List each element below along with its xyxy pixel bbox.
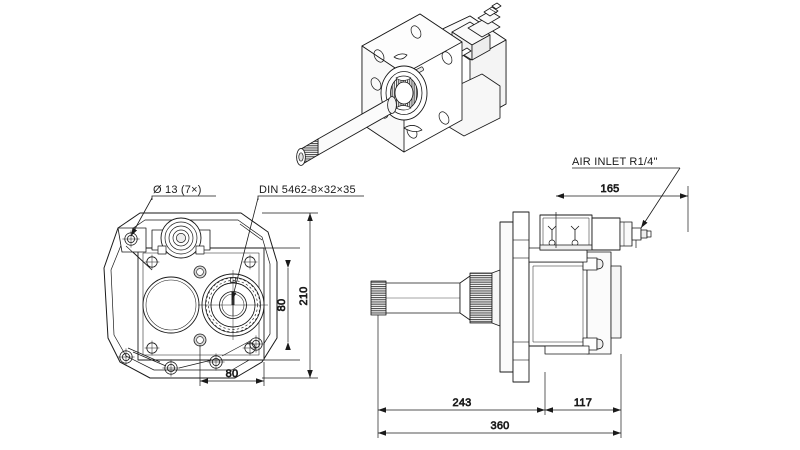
hole-dia-label: Ø 13 (7×) [153,184,202,196]
dim-front-height-210: 210 [298,287,310,306]
front-view-dimensions: 80 80 210 [199,212,318,386]
front-view [103,212,278,379]
edge-plugs [193,265,207,347]
dim-front-width-80: 80 [226,368,239,380]
dim-side-117: 117 [574,397,592,409]
upper-left-lug [117,227,147,253]
dim-side-243: 243 [453,397,472,409]
dim-side-360: 360 [491,420,510,432]
side-view-dimensions: 165 243 117 360 [377,183,689,438]
side-view [370,211,652,383]
air-inlet-label: AIR INLET R1/4" [572,156,658,168]
dim-side-165: 165 [601,183,620,195]
spline-standard-label: DIN 5462-8×32×35 [259,184,356,196]
cylinder-boss [151,217,211,259]
dim-front-height-80: 80 [276,299,288,312]
isometric-view [296,2,507,166]
pneumatic-cylinder [539,214,652,251]
spline-hub [198,270,268,340]
front-view-annotations: Ø 13 (7×) DIN 5462-8×32×35 [130,184,364,301]
side-view-annotations: AIR INLET R1/4" [572,156,681,229]
